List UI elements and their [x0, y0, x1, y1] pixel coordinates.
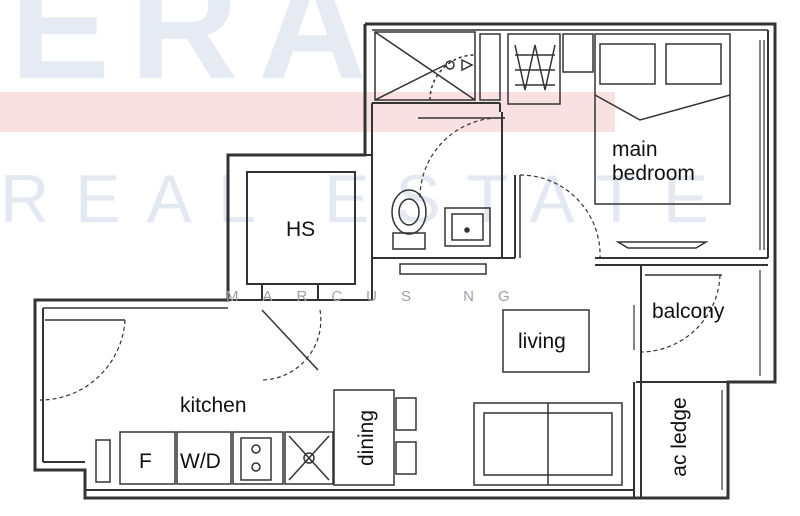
wardrobe	[479, 33, 594, 105]
label-dining: dining	[355, 409, 378, 467]
watermark-agent: MARCUS NG	[226, 288, 534, 305]
watermark-logo: ERA	[10, 0, 387, 110]
bedroom-window	[759, 40, 765, 250]
vanity-ledge	[399, 263, 487, 275]
interior-walls	[42, 30, 770, 498]
label-main-bedroom-line1: main	[612, 138, 658, 161]
outer-walls	[33, 22, 777, 500]
toilet	[391, 189, 427, 250]
bed	[594, 33, 731, 249]
living-label-box	[502, 309, 590, 373]
label-kitchen: kitchen	[180, 394, 247, 417]
label-balcony: balcony	[652, 300, 725, 323]
shower	[374, 31, 476, 101]
label-main-bedroom-line2: bedroom	[612, 162, 695, 185]
label-fridge: F	[139, 450, 152, 473]
label-hs: HS	[286, 218, 316, 241]
dining-table	[333, 389, 417, 486]
label-ac-ledge: ac ledge	[668, 397, 691, 477]
label-living: living	[518, 330, 566, 353]
watermark-bar	[0, 92, 615, 132]
kitchen-counter	[95, 431, 334, 485]
sofa	[473, 402, 623, 486]
label-washer-dryer: W/D	[180, 450, 221, 473]
door-leaves	[45, 117, 722, 371]
balcony-window	[633, 270, 761, 376]
basin	[444, 207, 491, 247]
